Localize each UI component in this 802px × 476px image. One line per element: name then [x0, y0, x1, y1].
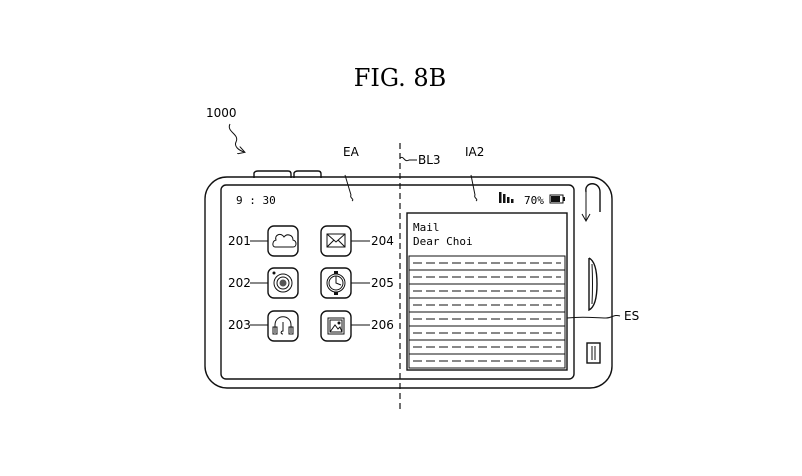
- home-key[interactable]: [588, 257, 598, 312]
- volume-button[interactable]: [293, 170, 322, 178]
- device-ref-label: 1000: [206, 106, 237, 120]
- ref-203: 203: [228, 318, 251, 332]
- ref-204: 204: [371, 234, 394, 248]
- edit-screen-lines: [409, 262, 565, 362]
- signal-bars-icon: [499, 192, 514, 203]
- ea-label: EA: [343, 145, 360, 159]
- ia2-leader: [470, 174, 478, 202]
- ref-206: 206: [371, 318, 394, 332]
- power-button[interactable]: [253, 170, 292, 178]
- headphones-icon: [272, 316, 294, 335]
- battery-icon: [549, 194, 565, 204]
- mail-greeting: Dear Choi: [413, 235, 473, 248]
- envelope-icon: [326, 233, 346, 248]
- ref-201: 201: [228, 234, 251, 248]
- bl3-leader: [399, 156, 417, 162]
- device-ref-arrow: [228, 123, 244, 152]
- battery-percent: 70%: [524, 194, 544, 207]
- device-screen: [220, 184, 575, 380]
- figure-title: FIG. 8B: [354, 64, 447, 92]
- ia2-label: IA2: [465, 145, 484, 159]
- app-camera[interactable]: [267, 267, 299, 299]
- menu-key[interactable]: [586, 342, 601, 364]
- app-cloud[interactable]: [267, 225, 299, 257]
- bl3-label: BL3: [418, 153, 441, 167]
- es-label: ES: [624, 309, 639, 323]
- clock-icon: [326, 271, 346, 295]
- device-body: [204, 176, 613, 389]
- back-key-arrow-icon: [581, 213, 591, 223]
- back-key[interactable]: [585, 183, 601, 212]
- es-leader: [566, 314, 621, 319]
- app-gallery[interactable]: [320, 310, 352, 342]
- cloud-icon: [272, 233, 297, 248]
- mail-window[interactable]: [406, 212, 568, 371]
- ref-205: 205: [371, 276, 394, 290]
- app-mail[interactable]: [320, 225, 352, 257]
- ea-leader: [344, 174, 354, 202]
- app-clock[interactable]: [320, 267, 352, 299]
- camera-icon: [272, 271, 293, 293]
- app-music[interactable]: [267, 310, 299, 342]
- status-time: 9 : 30: [236, 194, 276, 207]
- picture-icon: [327, 317, 345, 335]
- ref-202: 202: [228, 276, 251, 290]
- mail-app-name: Mail: [413, 221, 440, 234]
